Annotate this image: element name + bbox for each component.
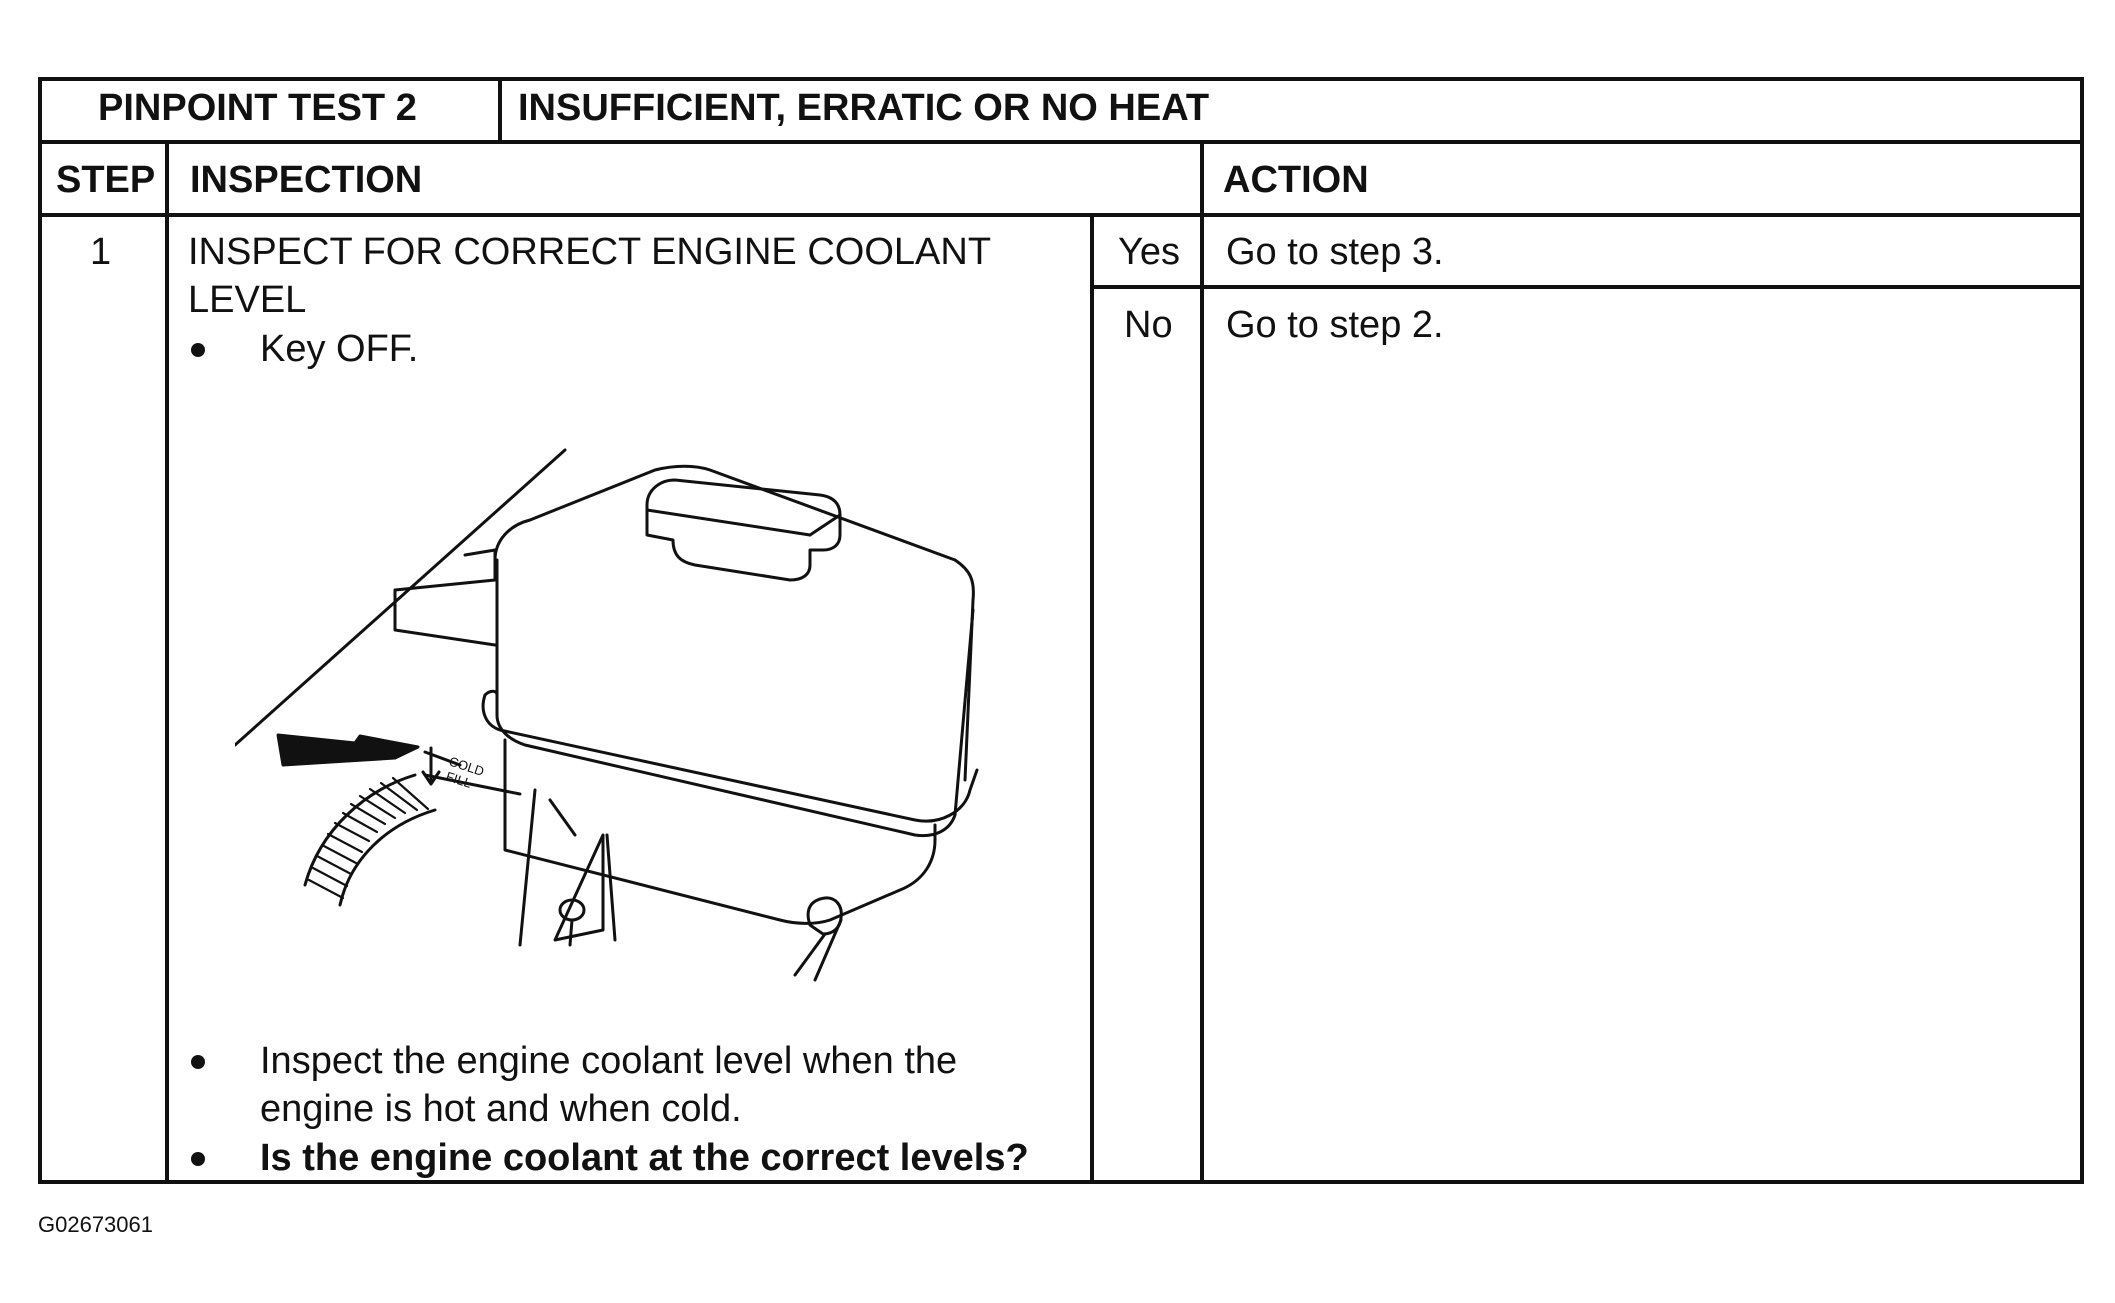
action-no: Go to step 2. (1226, 304, 1444, 346)
inspection-title-line-2: LEVEL (188, 279, 307, 321)
coolant-reservoir-illustration: COLD FILL (235, 448, 979, 982)
figure-id-caption: G02673061 (38, 1212, 153, 1237)
test-number-label: PINPOINT TEST 2 (98, 87, 417, 129)
step-column-header: STEP (56, 159, 156, 201)
step-number: 1 (90, 231, 112, 273)
test-title: INSUFFICIENT, ERRATIC OR NO HEAT (518, 87, 1210, 129)
action-column-divider (1200, 140, 1204, 1184)
bullet-inspect-level-line-1: Inspect the engine coolant level when th… (260, 1040, 958, 1082)
bullet-inspect-level-line-2: engine is hot and when cold. (260, 1088, 742, 1130)
action-yes: Go to step 3. (1226, 231, 1444, 273)
pinpoint-test-table (38, 77, 2084, 1184)
inspection-question: Is the engine coolant at the correct lev… (260, 1137, 1029, 1179)
inspection-title-line-1: INSPECT FOR CORRECT ENGINE COOLANT (188, 231, 992, 273)
answer-column-divider (1090, 215, 1094, 1184)
step-column-divider (165, 140, 169, 1184)
inspection-column-header: INSPECTION (190, 159, 423, 201)
bullet-dot (191, 1055, 205, 1069)
answer-no: No (1124, 304, 1173, 346)
title-row-divider (38, 140, 2084, 144)
bullet-dot (191, 343, 205, 357)
header-row-divider (38, 213, 2084, 217)
bullet-dot (191, 1152, 205, 1166)
yes-no-divider (1090, 285, 2084, 289)
bullet-key-off: Key OFF. (260, 328, 419, 370)
title-cell-divider (498, 77, 502, 142)
action-column-header: ACTION (1223, 159, 1369, 201)
answer-yes: Yes (1118, 231, 1180, 273)
